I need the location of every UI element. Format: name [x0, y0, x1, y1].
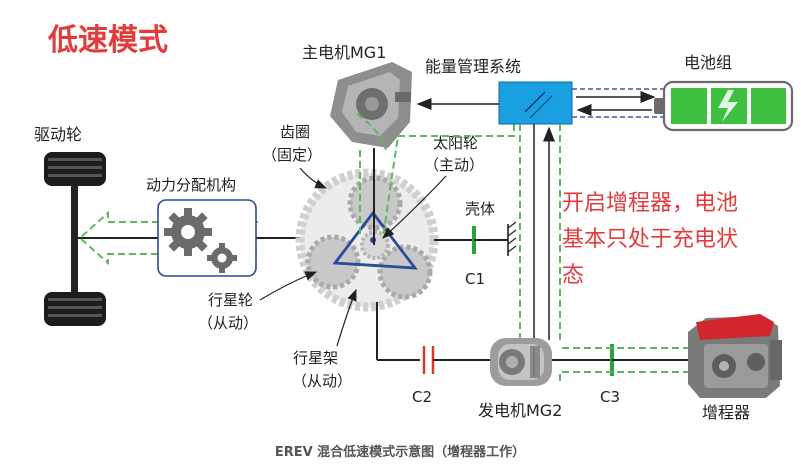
drive-wheel-assembly — [44, 152, 106, 326]
power-flow-mg1 — [382, 124, 515, 239]
range-extender-label: 增程器 — [702, 403, 750, 422]
housing-label: 壳体 — [465, 200, 495, 218]
energy-management-label: 能量管理系统 — [425, 57, 521, 76]
planet-gear-state: （从动） — [198, 314, 258, 332]
ring-gear-state: （固定） — [262, 146, 322, 164]
mg2-generator — [490, 338, 552, 386]
diagram-caption: EREV 混合低速模式示意图（增程器工作） — [275, 444, 525, 460]
planet-carrier-state: （从动） — [292, 372, 352, 390]
clutch-c1-label: C1 — [465, 270, 485, 288]
sun-gear-state: （主动） — [424, 156, 484, 174]
mg2-label: 发电机MG2 — [478, 401, 562, 420]
clutch-c3-label: C3 — [600, 388, 620, 406]
battery-icon — [654, 80, 794, 132]
wheel-axle — [71, 186, 78, 292]
power-split-label: 动力分配机构 — [146, 176, 236, 194]
planet-carrier — [332, 210, 418, 270]
planetary-gear-set — [295, 168, 439, 312]
power-flow-engine — [559, 347, 690, 384]
energy-management-box — [498, 81, 573, 125]
range-extender-engine — [688, 314, 782, 398]
diagram-title: 低速模式 — [47, 23, 168, 58]
note-line-2: 基本只处于充电状 — [562, 227, 738, 252]
mg1-motor — [330, 62, 412, 148]
sun-gear-label: 太阳轮 — [433, 134, 478, 152]
note-line-3: 态 — [562, 263, 584, 288]
planet-gear-label: 行星轮 — [208, 291, 253, 309]
power-flow-to-wheels — [78, 210, 258, 266]
battery-label: 电池组 — [684, 53, 732, 72]
planet-gear-right — [377, 244, 433, 300]
planet-carrier-label: 行星架 — [293, 349, 338, 367]
ring-gear-label: 齿圈 — [280, 123, 310, 141]
note-line-1: 开启增程器，电池 — [562, 191, 738, 216]
clutch-c2-label: C2 — [412, 388, 432, 406]
gears-icon — [164, 208, 237, 273]
drive-wheel-label: 驱动轮 — [34, 125, 82, 144]
mg1-label: 主电机MG1 — [302, 43, 386, 62]
